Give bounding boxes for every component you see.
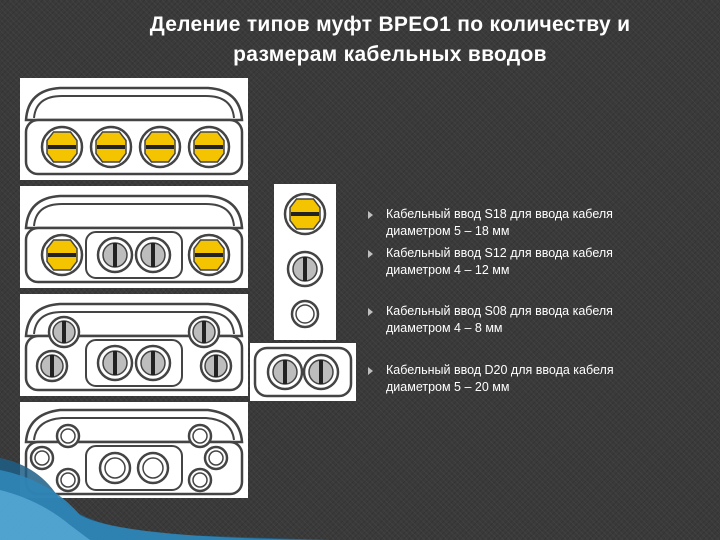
closure-type-2-diagram bbox=[24, 194, 244, 284]
triangle-bullet-icon bbox=[368, 211, 373, 219]
s08-gland-icon bbox=[187, 423, 213, 449]
s08-gland-icon bbox=[203, 445, 229, 471]
closure-type-3-diagram bbox=[24, 302, 244, 392]
s12-gland-icon bbox=[187, 315, 221, 349]
list-item-s12: Кабельный ввод S12 для ввода кабеля диам… bbox=[368, 245, 716, 279]
s08-gland-icon bbox=[29, 445, 55, 471]
s12-gland-icon bbox=[96, 344, 134, 382]
list-item-s08: Кабельный ввод S08 для ввода кабеля диам… bbox=[368, 303, 716, 337]
list-item-s18: Кабельный ввод S18 для ввода кабеля диам… bbox=[368, 206, 716, 240]
legend-d20-panel bbox=[250, 343, 356, 401]
triangle-bullet-icon bbox=[368, 367, 373, 375]
grey-gland-icon bbox=[286, 250, 324, 288]
s18-gland-icon bbox=[187, 125, 231, 169]
closure-type-1-diagram bbox=[24, 86, 244, 176]
s18-gland-icon bbox=[187, 233, 231, 277]
s08-gland-icon bbox=[187, 467, 213, 493]
s18-gland-icon bbox=[89, 125, 133, 169]
closure-type-4-diagram bbox=[24, 408, 244, 496]
triangle-bullet-icon bbox=[368, 308, 373, 316]
slide-title-line-2: размерам кабельных вводов bbox=[233, 43, 547, 66]
triangle-bullet-icon bbox=[368, 250, 373, 258]
s12-gland-icon bbox=[134, 344, 172, 382]
list-item-text: Кабельный ввод S08 для ввода кабеля bbox=[386, 304, 613, 318]
s12-gland-icon bbox=[47, 315, 81, 349]
s12-gland-icon bbox=[35, 349, 69, 383]
legend-icon-column bbox=[274, 184, 336, 340]
s18-gland-icon bbox=[40, 125, 84, 169]
s08-gland-icon bbox=[55, 467, 81, 493]
list-item-text: диаметром 4 – 12 мм bbox=[386, 263, 510, 277]
list-item-text: диаметром 4 – 8 мм bbox=[386, 321, 503, 335]
closure-type-1-panel bbox=[20, 78, 248, 180]
s12-gland-icon bbox=[199, 349, 233, 383]
d20-gland-icon bbox=[98, 451, 170, 485]
s12-gland-icon bbox=[96, 236, 134, 274]
closure-type-2-panel bbox=[20, 186, 248, 288]
s12-gland-icon bbox=[134, 236, 172, 274]
legend-icons-diagram bbox=[283, 192, 327, 329]
s08-gland-icon bbox=[55, 423, 81, 449]
slide-title: Деление типов муфт ВРЕО1 по количеству и… bbox=[60, 10, 720, 70]
list-item-text: диаметром 5 – 20 мм bbox=[386, 380, 510, 394]
s18-gland-icon bbox=[40, 233, 84, 277]
closure-type-4-panel bbox=[20, 402, 248, 498]
list-item-text: Кабельный ввод S12 для ввода кабеля bbox=[386, 246, 613, 260]
double-gland-icon bbox=[253, 346, 353, 398]
decorative-swoosh bbox=[0, 458, 330, 540]
yellow-gland-icon bbox=[283, 192, 327, 236]
list-item-text: Кабельный ввод S18 для ввода кабеля bbox=[386, 207, 613, 221]
small-ring-gland-icon bbox=[290, 299, 320, 329]
slide-title-line-1: Деление типов муфт ВРЕО1 по количеству и bbox=[149, 13, 631, 36]
closure-type-3-panel bbox=[20, 294, 248, 396]
list-item-d20: Кабельный ввод D20 для ввода кабеля диам… bbox=[368, 362, 716, 396]
list-item-text: диаметром 5 – 18 мм bbox=[386, 224, 510, 238]
list-item-text: Кабельный ввод D20 для ввода кабеля bbox=[386, 363, 614, 377]
s18-gland-icon bbox=[138, 125, 182, 169]
